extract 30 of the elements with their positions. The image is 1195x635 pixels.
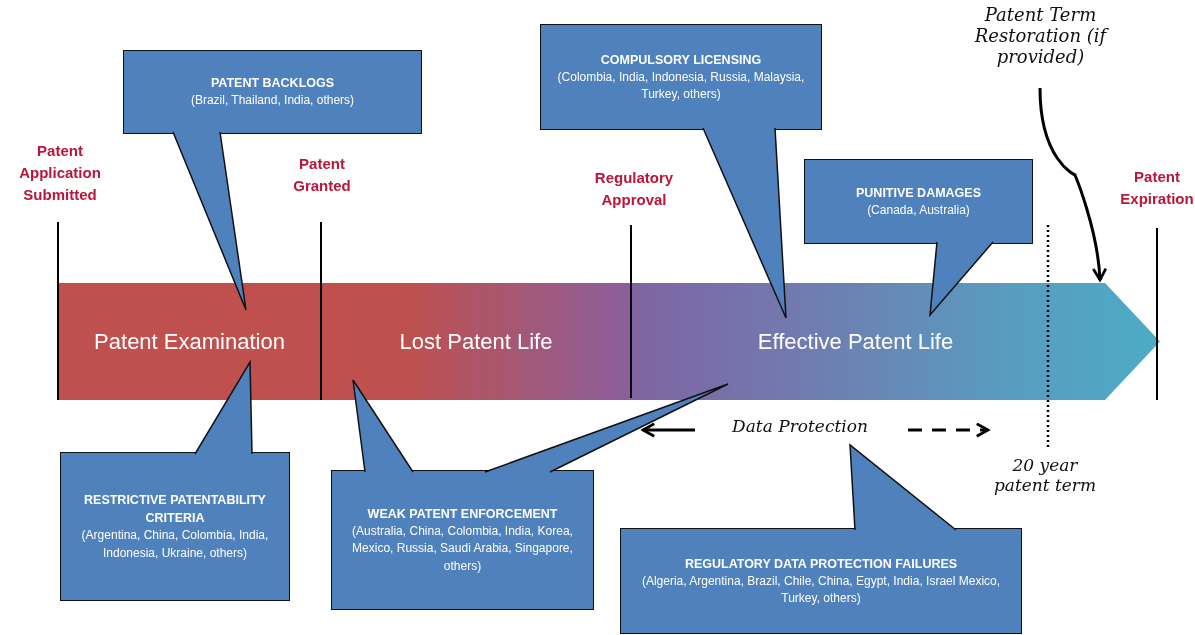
callout-text: (Brazil, Thailand, India, others) bbox=[190, 92, 355, 110]
callout-box bbox=[331, 470, 594, 610]
callout-text: (Argentina, China, Colombia, India, Indonesia, Ukraine, others) bbox=[80, 527, 270, 562]
timeline-segment bbox=[631, 283, 1160, 400]
callout-heading: PATENT BACKLOGS bbox=[210, 75, 335, 93]
segment-label: Patent Examination bbox=[94, 328, 285, 355]
annotation-text: Patent Term Restoration (if provided) bbox=[968, 4, 1113, 88]
callout-box bbox=[540, 24, 822, 130]
callout-heading: PUNITIVE DAMAGES bbox=[856, 184, 981, 202]
callout-box bbox=[123, 50, 422, 134]
callout-heading: RESTRICTIVE PATENTABILITY CRITERIA bbox=[83, 492, 267, 528]
timeline-segment bbox=[321, 283, 631, 400]
timeline-segment bbox=[58, 283, 321, 400]
milestone-label: Patent Expiration bbox=[1119, 167, 1195, 209]
callout-text: (Colombia, India, Indonesia, Russia, Malaysia, Turkey, others) bbox=[556, 68, 806, 104]
callout-heading: COMPULSORY LICENSING bbox=[600, 51, 762, 69]
callout-box bbox=[60, 452, 290, 601]
segment-label: Lost Patent Life bbox=[399, 328, 553, 355]
annotation-text: Data Protection bbox=[702, 416, 898, 444]
callout-text: (Australia, China, Colombia, India, Korea, Mexico, Russia, Saudi Arabia, Singapore, others) bbox=[351, 522, 574, 575]
annotation-text: 20 year patent term bbox=[992, 455, 1098, 495]
milestone-label: Patent Granted bbox=[292, 154, 352, 196]
arrow bbox=[1038, 87, 1107, 282]
callout-heading: WEAK PATENT ENFORCEMENT bbox=[367, 505, 558, 523]
milestone-label: Patent Application Submitted bbox=[18, 141, 102, 205]
milestone-label: Regulatory Approval bbox=[593, 168, 675, 210]
segment-label: Effective Patent Life bbox=[757, 328, 954, 355]
callout-heading: REGULATORY DATA PROTECTION FAILURES bbox=[684, 555, 958, 573]
callout-text: (Algeria, Argentina, Brazil, Chile, China, Egypt, India, Israel Mexico, Turkey, others) bbox=[640, 572, 1002, 608]
callout-text: (Canada, Australia) bbox=[867, 201, 970, 219]
